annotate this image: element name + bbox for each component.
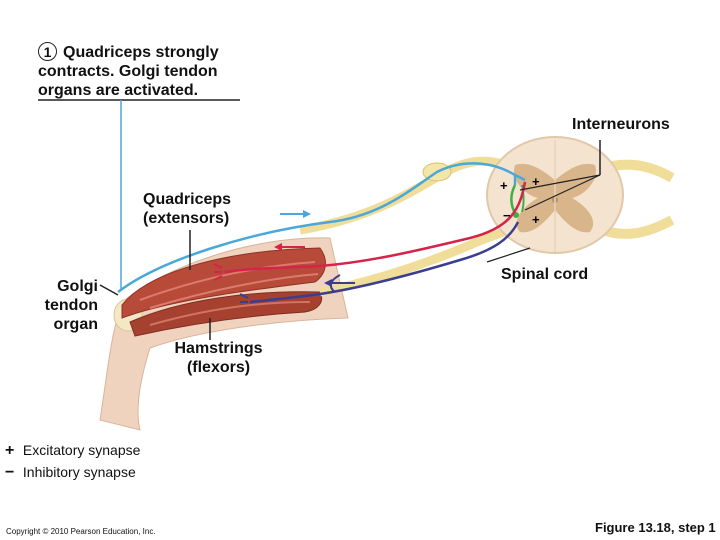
quadriceps-label-line: (extensors) <box>143 210 230 227</box>
golgi-label-line: tendon <box>44 297 98 314</box>
interneurons-label: Interneurons <box>572 116 670 133</box>
legend-excitatory: + Excitatory synapse <box>5 442 140 460</box>
legend-inhibitory: − Inhibitory synapse <box>5 464 136 482</box>
synapse-sign: + <box>532 212 540 227</box>
hamstrings-label: Hamstrings (flexors) <box>166 339 271 377</box>
step-line: Quadriceps strongly <box>63 44 219 61</box>
figure-caption: Figure 13.18, step 1 <box>595 520 716 535</box>
synapse-sign: − <box>503 208 511 223</box>
step-description: 1 Quadriceps strongly contracts. Golgi te… <box>38 42 248 100</box>
motor-neuron-quadriceps <box>224 181 527 274</box>
sensory-neuron <box>117 162 516 293</box>
quadriceps-label-line: Quadriceps <box>143 191 232 208</box>
leader-golgi <box>99 284 119 296</box>
step-line: contracts. Golgi tendon <box>38 63 218 80</box>
quadriceps-label: Quadriceps (extensors) <box>143 190 253 228</box>
legend-text: Inhibitory synapse <box>22 464 136 480</box>
golgi-tendon-organ-label: Golgi tendon organ <box>34 277 98 334</box>
hamstrings-label-line: (flexors) <box>186 359 251 376</box>
golgi-label-line: organ <box>53 316 98 333</box>
legend-symbol: + <box>5 442 15 459</box>
leader-spinal <box>486 247 531 263</box>
motor-neuron-hamstrings <box>249 221 520 304</box>
spinal-cord-label: Spinal cord <box>501 266 589 283</box>
step-line: organs are activated. <box>38 82 199 99</box>
hamstrings-label-line: Hamstrings <box>174 340 263 357</box>
nerve-lower <box>319 223 517 297</box>
copyright-text: Copyright © 2010 Pearson Education, Inc. <box>6 527 156 536</box>
synapse-sign: + <box>500 178 508 193</box>
synapse-sign: + <box>532 174 540 189</box>
legend-symbol: − <box>5 464 15 481</box>
legend-text: Excitatory synapse <box>22 442 141 458</box>
golgi-label-line: Golgi <box>57 278 98 295</box>
step-number: 1 <box>38 42 57 61</box>
